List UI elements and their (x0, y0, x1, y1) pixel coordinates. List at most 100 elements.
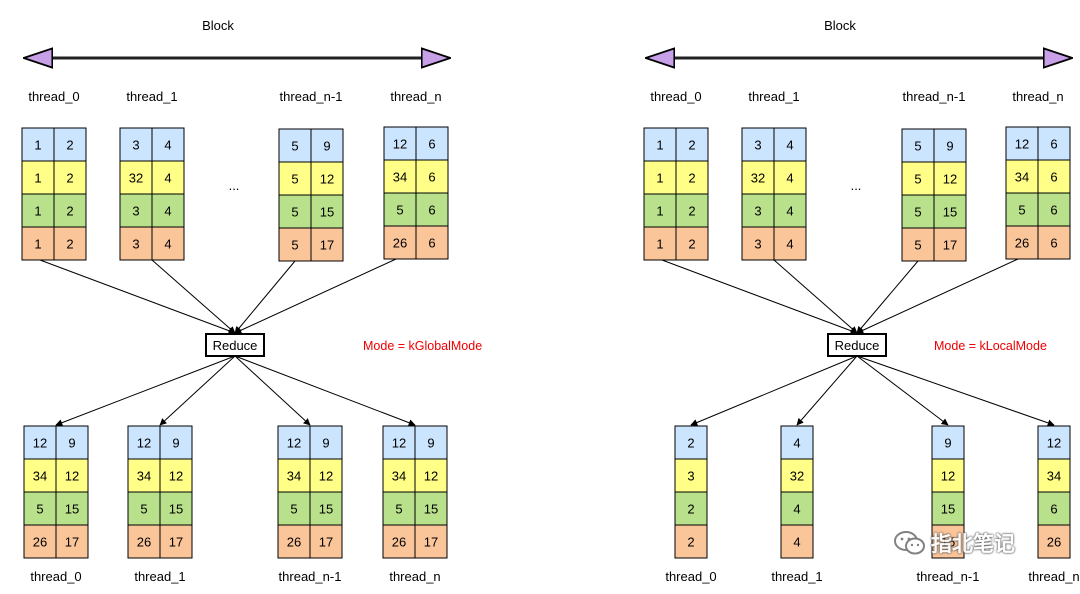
cell-value: 12 (393, 137, 407, 152)
cell-value: 3 (132, 204, 139, 219)
output-thread-label: thread_n (1028, 569, 1079, 584)
cell (309, 458, 343, 493)
cell (23, 458, 57, 493)
cell (933, 128, 967, 163)
mode-label: Mode = kLocalMode (934, 339, 1047, 353)
cell (675, 160, 709, 195)
cell-value: 3 (754, 237, 761, 252)
block-label: Block (202, 18, 234, 33)
cell-value: 4 (793, 502, 800, 517)
cell-value: 5 (914, 238, 921, 253)
cell (382, 425, 416, 460)
output-arrow (796, 355, 858, 426)
cell (901, 227, 935, 262)
cell-value: 5 (140, 502, 147, 517)
cell-value: 26 (1047, 535, 1061, 550)
cell-value: 6 (1050, 502, 1057, 517)
cell (127, 491, 161, 526)
cell (933, 194, 967, 229)
cell (415, 225, 449, 260)
cell (674, 524, 708, 559)
mode-label: Mode = kGlobalMode (363, 339, 482, 353)
cell (151, 127, 185, 162)
cell (55, 524, 89, 559)
input-arrow (661, 259, 858, 335)
output-arrow (234, 355, 311, 426)
output-thread-label: thread_0 (30, 569, 81, 584)
cell-value: 12 (169, 469, 183, 484)
cell-value: 12 (319, 469, 333, 484)
cell-value: 6 (428, 236, 435, 251)
cell-value: 9 (68, 436, 75, 451)
cell (127, 524, 161, 559)
cell-value: 1 (656, 171, 663, 186)
cell-value: 12 (65, 469, 79, 484)
output-thread-label: thread_n-1 (917, 569, 980, 584)
cell-value: 5 (291, 238, 298, 253)
cell-value: 6 (1050, 170, 1057, 185)
cell-value: 15 (424, 502, 438, 517)
cell-value: 9 (944, 436, 951, 451)
cell-value: 12 (1047, 436, 1061, 451)
input-thread-label: thread_n (390, 89, 441, 104)
output-thread-label: thread_1 (134, 569, 185, 584)
input-arrow (856, 258, 1019, 334)
cell (1037, 225, 1071, 260)
cell (277, 458, 311, 493)
cell-value: 2 (66, 204, 73, 219)
cell-value: 4 (164, 204, 171, 219)
cell (23, 491, 57, 526)
cell-value: 6 (1050, 236, 1057, 251)
cell-value: 34 (33, 469, 47, 484)
cell (1037, 192, 1071, 227)
cell (23, 524, 57, 559)
cell-value: 3 (754, 204, 761, 219)
watermark: 指北笔记 (893, 528, 1015, 558)
input-thread-label: thread_n (1012, 89, 1063, 104)
cell-value: 17 (320, 238, 334, 253)
cell-value: 4 (786, 171, 793, 186)
cell-value: 26 (287, 535, 301, 550)
cell-value: 2 (688, 204, 695, 219)
cell-value: 9 (427, 436, 434, 451)
cell-value: 4 (793, 535, 800, 550)
cell-value: 1 (656, 138, 663, 153)
cell (674, 458, 708, 493)
cell (1037, 159, 1071, 194)
cell (675, 193, 709, 228)
cell (151, 226, 185, 261)
cell (277, 491, 311, 526)
cell-value: 15 (320, 205, 334, 220)
cell (931, 425, 965, 460)
cell (414, 524, 448, 559)
cell (382, 491, 416, 526)
input-thread-label: thread_1 (748, 89, 799, 104)
cell-value: 4 (786, 204, 793, 219)
cell (277, 524, 311, 559)
cell (21, 127, 55, 162)
cell (119, 160, 153, 195)
input-arrow (856, 260, 919, 334)
cell (675, 127, 709, 162)
cell-value: 9 (322, 436, 329, 451)
output-arrow (856, 355, 1055, 427)
cell-value: 5 (914, 205, 921, 220)
cell-value: 2 (66, 138, 73, 153)
input-thread-label: thread_1 (126, 89, 177, 104)
cell-value: 6 (428, 203, 435, 218)
cell-value: 6 (1050, 137, 1057, 152)
cell-value: 3 (132, 138, 139, 153)
cell-value: 26 (137, 535, 151, 550)
cell (741, 160, 775, 195)
cell-value: 5 (36, 502, 43, 517)
input-arrow (234, 260, 296, 334)
cell-value: 6 (428, 170, 435, 185)
cell-value: 2 (687, 436, 694, 451)
cell-value: 34 (392, 469, 406, 484)
cell-value: 4 (164, 237, 171, 252)
